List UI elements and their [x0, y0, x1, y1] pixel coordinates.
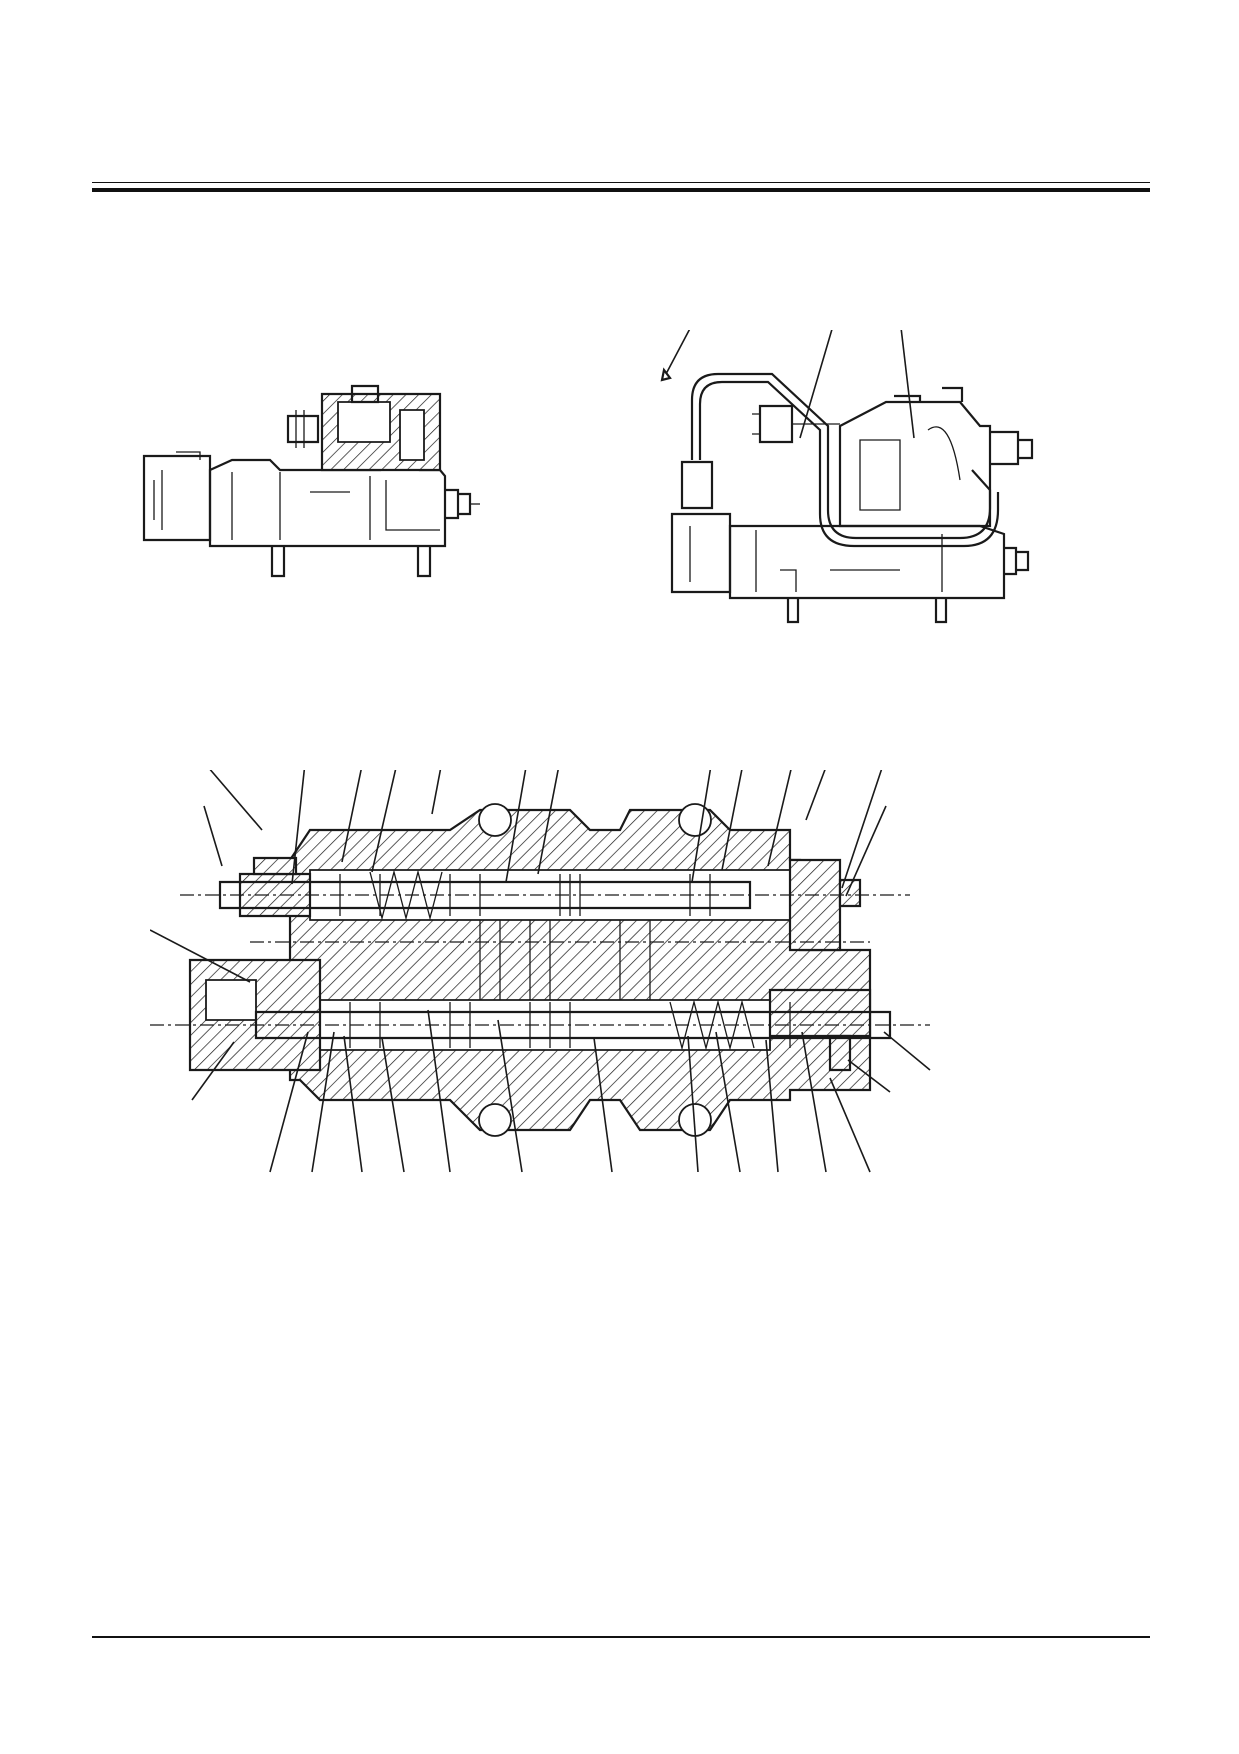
leader-b13: [829, 1077, 871, 1173]
leader-r4: [883, 1031, 931, 1071]
leader-t8: [721, 770, 743, 871]
leader-b11: [765, 1039, 779, 1173]
leader-b12: [801, 1031, 827, 1173]
leader-t1: [291, 770, 306, 885]
leader-b8: [593, 1037, 613, 1173]
valve-cross-section: [150, 770, 931, 1173]
port-hole: [478, 1103, 512, 1137]
header-rule-thin: [92, 182, 1150, 183]
leader-block: [799, 330, 833, 439]
leader-b3: [311, 1031, 335, 1173]
leader-b6: [427, 1009, 451, 1173]
leader-t6: [537, 770, 559, 875]
leader-b1: [191, 1041, 235, 1101]
port-hole: [678, 803, 712, 837]
leader-tube: [665, 330, 691, 375]
leader-l1: [209, 770, 263, 831]
valve-exterior-view-left: [142, 384, 480, 578]
leader-t5: [505, 770, 527, 883]
leader-t9: [767, 770, 792, 867]
leader-t4: [431, 770, 442, 815]
leader-t7: [691, 770, 712, 883]
leader-t10: [805, 770, 826, 821]
leader-t3: [371, 770, 397, 873]
leader-r3: [847, 1059, 891, 1093]
valve-exterior-view-right: [660, 330, 1034, 624]
leader-t2: [341, 770, 362, 863]
leader-b9: [687, 1035, 699, 1173]
leader-r1: [841, 770, 883, 889]
leader-b10: [715, 1031, 741, 1173]
leader-b4: [343, 1035, 363, 1173]
leader-l3: [150, 929, 251, 983]
leader-l2: [203, 805, 223, 867]
leader-r2: [845, 805, 887, 897]
leader-b7: [497, 1019, 523, 1173]
leader-b2: [269, 1031, 309, 1173]
port-hole: [478, 803, 512, 837]
leader-elbow: [900, 330, 915, 439]
header-rule-thick: [92, 188, 1150, 192]
footer-rule: [92, 1636, 1150, 1638]
leader-b5: [381, 1037, 405, 1173]
